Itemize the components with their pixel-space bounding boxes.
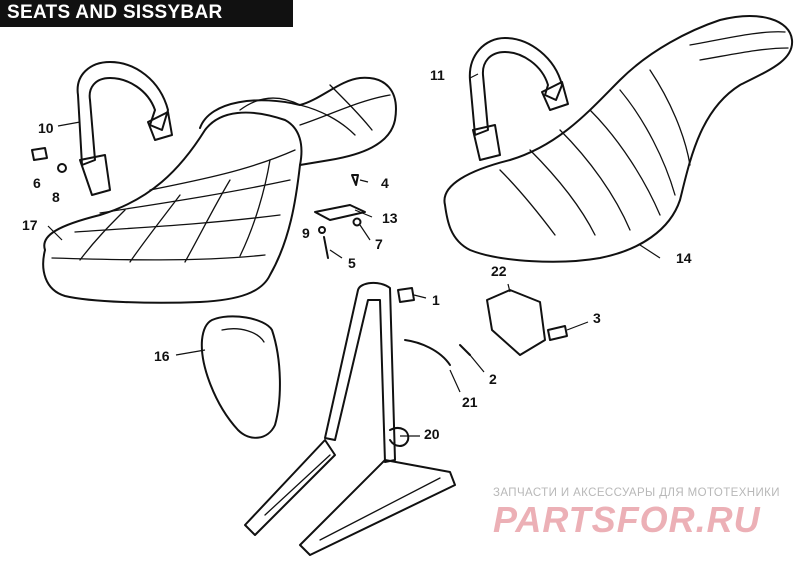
callout-3: 3 [593, 310, 601, 326]
callout-2: 2 [489, 371, 497, 387]
callout-22: 22 [491, 263, 507, 279]
callout-16: 16 [154, 348, 170, 364]
bolt-part-6 [31, 147, 48, 161]
callout-10: 10 [38, 120, 54, 136]
callout-8: 8 [52, 189, 60, 205]
callout-5: 5 [348, 255, 356, 271]
clamp-part-21 [404, 339, 451, 366]
tufted-seat-part-17 [42, 76, 397, 304]
washer-part-9 [318, 226, 326, 234]
screw-part-2 [459, 344, 471, 356]
callout-4: 4 [381, 175, 389, 191]
watermark-logo: PARTSFOR.RU [493, 499, 761, 540]
bolt-part-1 [397, 287, 415, 303]
grab-strap-part-10 [76, 61, 173, 196]
title-bar: SEATS AND SISSYBAR [0, 0, 293, 27]
callout-1: 1 [432, 292, 440, 308]
callout-20: 20 [424, 426, 440, 442]
plate-part-22 [486, 289, 546, 356]
pleated-seat-part-14 [443, 15, 794, 263]
sissybar-frame-part-20 [244, 282, 456, 556]
callout-14: 14 [676, 250, 692, 266]
watermark-tagline: ЗАПЧАСТИ И АКСЕССУАРЫ ДЛЯ МОТОТЕХНИКИ [493, 487, 780, 499]
callout-9: 9 [302, 225, 310, 241]
callout-6: 6 [33, 175, 41, 191]
grab-strap-part-11 [468, 37, 569, 161]
callout-7: 7 [375, 236, 383, 252]
washer-part-8 [57, 163, 67, 173]
screw-part-5 [323, 236, 329, 259]
nut-part-7 [352, 217, 362, 227]
bracket-part-13 [314, 204, 366, 221]
callout-11: 11 [430, 67, 445, 83]
backrest-pad-part-16 [200, 315, 281, 439]
bolt-part-3 [547, 325, 568, 341]
callout-17: 17 [22, 217, 38, 233]
callout-13: 13 [382, 210, 398, 226]
callout-21: 21 [462, 394, 478, 410]
hardware-parts [31, 147, 568, 366]
screw-part-4 [351, 174, 359, 186]
leader-lines [47, 73, 661, 437]
diagram-title: SEATS AND SISSYBAR [7, 2, 223, 23]
